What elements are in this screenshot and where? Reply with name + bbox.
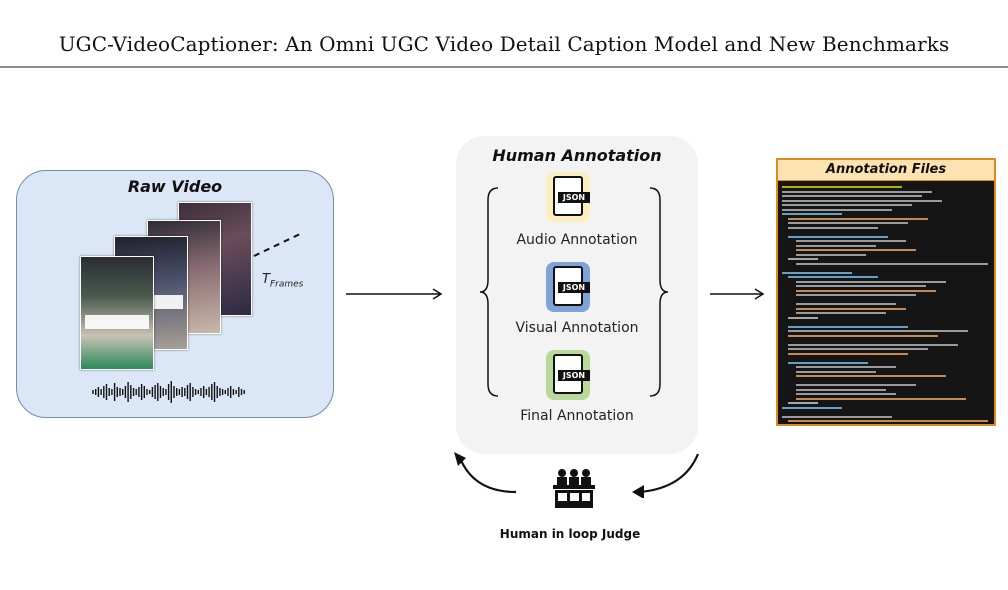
- t-frames-label: TFrames: [262, 272, 304, 290]
- code-line: [788, 235, 888, 238]
- code-line: [796, 312, 886, 314]
- code-line: [782, 186, 902, 188]
- code-line: [796, 240, 906, 242]
- loop-arrow-right-icon: [632, 453, 700, 498]
- frames-ellipsis-dashes: [253, 233, 301, 257]
- judge-panel-icon: [553, 469, 595, 508]
- code-line: [796, 303, 896, 305]
- header-rule: [0, 66, 1008, 68]
- audio-waveform-icon: [92, 381, 245, 403]
- code-line: [788, 348, 928, 350]
- code-line: [796, 294, 916, 296]
- code-line: [782, 208, 892, 211]
- loop-arrow-left-icon: [454, 452, 517, 494]
- code-line: [796, 280, 946, 283]
- code-line: [796, 375, 946, 377]
- code-line: [796, 370, 876, 373]
- code-line: [788, 226, 878, 229]
- human-annotation-title: Human Annotation: [492, 146, 662, 165]
- code-line: [788, 402, 818, 404]
- frame-caption-bar: [85, 315, 149, 329]
- json-badge: JSON: [558, 282, 590, 293]
- judge-label: Human in loop Judge: [499, 527, 641, 541]
- code-line: [788, 343, 958, 346]
- code-line: [788, 276, 878, 278]
- code-line: [788, 330, 968, 332]
- code-line: [782, 213, 842, 215]
- code-line: [788, 217, 928, 220]
- annotation-files-panel: Annotation Files: [776, 158, 996, 426]
- left-brace-icon: [479, 187, 499, 397]
- code-line: [782, 204, 912, 206]
- final-json-icon: JSON: [546, 350, 590, 400]
- code-listing: [778, 182, 994, 424]
- video-frame-1: [80, 256, 154, 370]
- code-line: [796, 285, 926, 287]
- code-line: [796, 388, 886, 391]
- code-line: [782, 190, 932, 193]
- code-line: [788, 361, 868, 364]
- code-line: [788, 325, 908, 328]
- code-line: [788, 352, 908, 355]
- visual-annotation-label: Visual Annotation: [515, 320, 639, 336]
- code-line: [782, 271, 852, 274]
- code-line: [788, 222, 908, 224]
- code-line: [796, 253, 866, 256]
- code-line: [796, 366, 896, 368]
- raw-video-title: Raw Video: [127, 177, 223, 196]
- arrow-right-icon: [710, 288, 765, 300]
- code-line: [796, 244, 876, 247]
- code-line: [796, 262, 988, 265]
- code-line: [796, 289, 936, 292]
- code-line: [788, 334, 938, 337]
- visual-json-icon: JSON: [546, 262, 590, 312]
- arrow-right-icon: [346, 288, 443, 300]
- code-line: [788, 316, 818, 319]
- code-line: [782, 195, 922, 197]
- code-line: [796, 397, 966, 400]
- audio-annotation-label: Audio Annotation: [516, 232, 638, 248]
- code-line: [782, 406, 842, 409]
- json-badge: JSON: [558, 192, 590, 203]
- right-brace-icon: [649, 187, 669, 397]
- paper-title: UGC-VideoCaptioner: An Omni UGC Video De…: [58, 32, 950, 56]
- final-annotation-label: Final Annotation: [520, 408, 634, 424]
- code-line: [782, 415, 892, 418]
- code-line: [788, 420, 988, 422]
- code-line: [796, 393, 896, 395]
- json-badge: JSON: [558, 370, 590, 381]
- code-line: [796, 307, 906, 310]
- audio-json-icon: JSON: [546, 172, 590, 222]
- code-line: [788, 258, 818, 260]
- code-line: [782, 199, 942, 202]
- annotation-files-title: Annotation Files: [778, 160, 994, 181]
- code-line: [796, 384, 916, 386]
- code-line: [796, 249, 916, 251]
